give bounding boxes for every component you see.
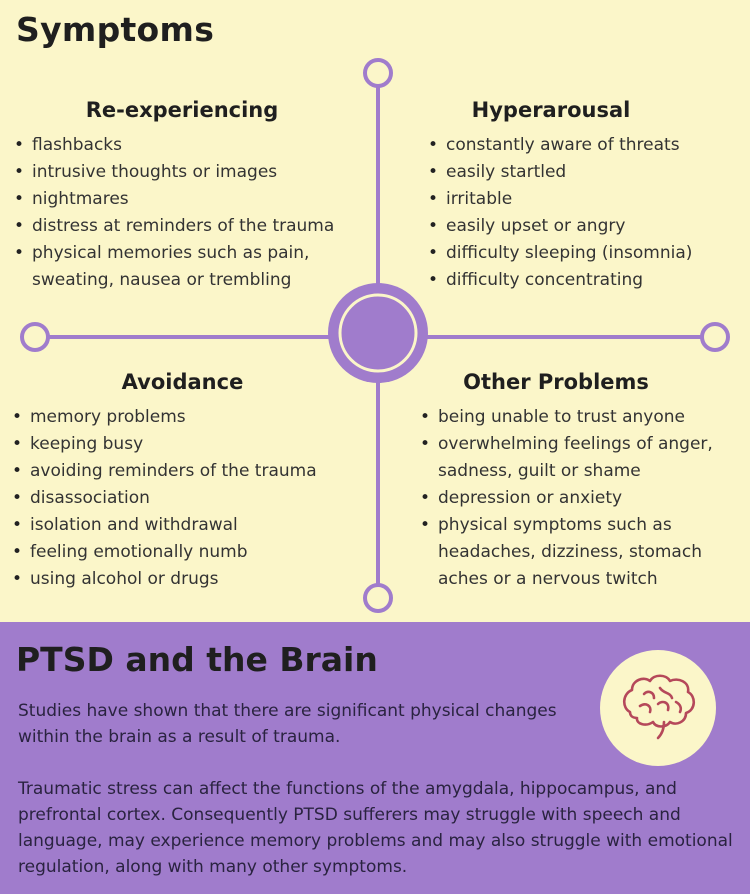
list-item: intrusive thoughts or images	[12, 159, 372, 186]
list-item: flashbacks	[12, 132, 372, 159]
list-item: overwhelming feelings of anger, sadness,…	[418, 431, 744, 485]
list-item: physical memories such as pain, sweating…	[12, 240, 372, 294]
cross-left-node	[20, 322, 50, 352]
list-item: nightmares	[12, 186, 372, 213]
list-item: avoiding reminders of the trauma	[10, 458, 370, 485]
symptom-list: constantly aware of threats easily start…	[426, 132, 742, 294]
brain-paragraph-2: Traumatic stress can affect the function…	[18, 779, 733, 877]
symptom-list: flashbacks intrusive thoughts or images …	[12, 132, 372, 294]
brain-section: PTSD and the Brain Studies have shown th…	[0, 622, 750, 894]
quadrant-heading: Avoidance	[121, 370, 244, 394]
cross-top-node	[363, 58, 393, 88]
cross-center-outer	[328, 283, 428, 383]
list-item: physical symptoms such as headaches, diz…	[418, 512, 744, 593]
symptoms-section: Symptoms Re-experiencing flashbacks intr…	[0, 0, 750, 622]
quadrant-heading: Re-experiencing	[85, 98, 279, 122]
list-item: memory problems	[10, 404, 370, 431]
list-item: easily upset or angry	[426, 213, 742, 240]
list-item: difficulty concentrating	[426, 267, 742, 294]
quadrant-heading: Other Problems	[463, 370, 649, 394]
cross-center-ring	[338, 293, 418, 373]
list-item: constantly aware of threats	[426, 132, 742, 159]
quadrant-hyperarousal: Hyperarousal constantly aware of threats…	[426, 98, 742, 294]
quadrant-cross	[20, 58, 730, 613]
list-item: depression or anxiety	[418, 485, 744, 512]
list-item: difficulty sleeping (insomnia)	[426, 240, 742, 267]
quadrant-heading: Hyperarousal	[471, 98, 631, 122]
symptom-list: memory problems keeping busy avoiding re…	[10, 404, 370, 593]
list-item: being unable to trust anyone	[418, 404, 744, 431]
quadrant-reexperiencing: Re-experiencing flashbacks intrusive tho…	[12, 98, 372, 294]
list-item: disassociation	[10, 485, 370, 512]
brain-section-title: PTSD and the Brain	[16, 640, 378, 679]
brain-icon-badge	[600, 650, 716, 766]
list-item: distress at reminders of the trauma	[12, 213, 372, 240]
list-item: isolation and withdrawal	[10, 512, 370, 539]
list-item: irritable	[426, 186, 742, 213]
list-item: keeping busy	[10, 431, 370, 458]
cross-right-node	[700, 322, 730, 352]
cross-bottom-node	[363, 583, 393, 613]
quadrant-avoidance: Avoidance memory problems keeping busy a…	[10, 370, 370, 593]
symptom-list: being unable to trust anyone overwhelmin…	[418, 404, 744, 593]
brain-icon	[622, 674, 696, 740]
list-item: feeling emotionally numb	[10, 539, 370, 566]
list-item: easily startled	[426, 159, 742, 186]
page-title: Symptoms	[16, 10, 215, 49]
quadrant-other-problems: Other Problems being unable to trust any…	[418, 370, 744, 593]
brain-paragraph-1: Studies have shown that there are signif…	[18, 701, 557, 747]
list-item: using alcohol or drugs	[10, 566, 370, 593]
